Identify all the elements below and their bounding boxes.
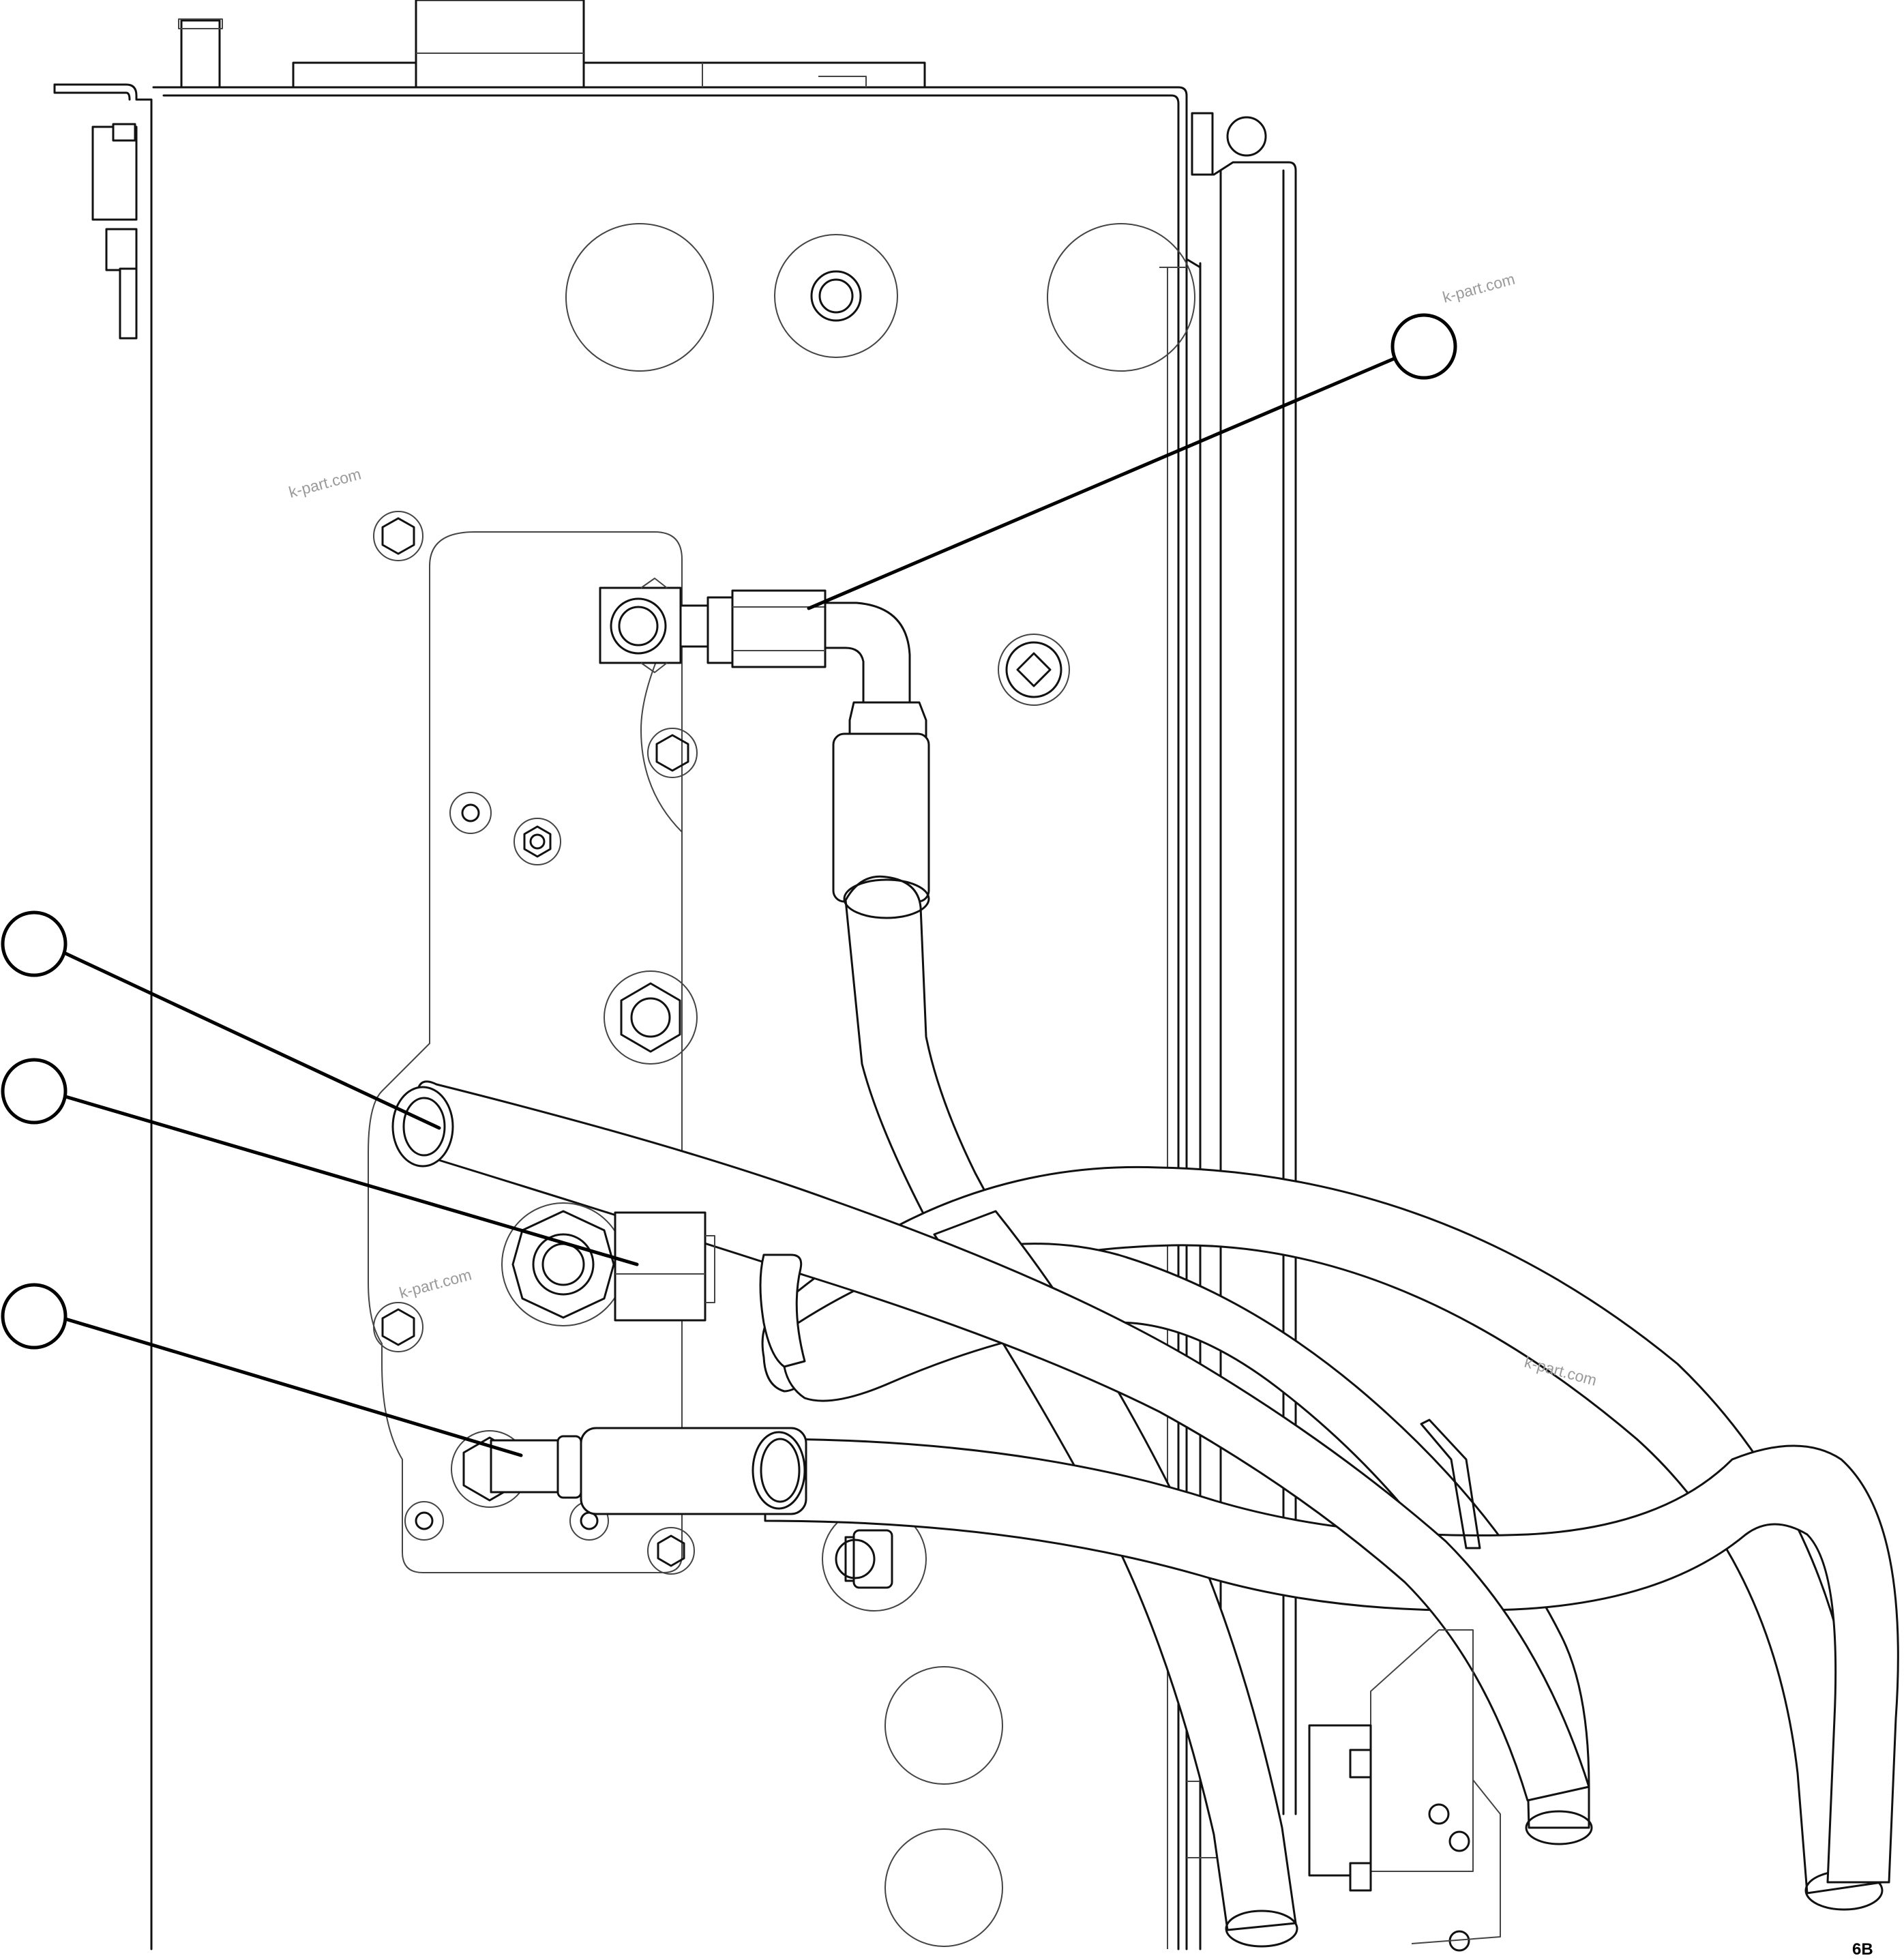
upper-hose-fitting xyxy=(599,578,911,704)
leader-lines xyxy=(63,357,1396,1457)
callout-left-3 xyxy=(1,1283,68,1350)
middle-fitting xyxy=(501,1202,806,1368)
callouts xyxy=(1,313,1457,1350)
watermark-text: k-part.com xyxy=(398,1266,474,1302)
valve-housing xyxy=(53,83,1202,1950)
watermark-text: k-part.com xyxy=(1441,270,1517,306)
lower-fitting xyxy=(451,1427,807,1515)
figure-code: 6B xyxy=(1852,1940,1873,1959)
callout-left-2 xyxy=(1,1058,68,1125)
lower-cross-hose xyxy=(764,1438,1899,1884)
callout-top-right xyxy=(1390,313,1457,380)
control-block-plate xyxy=(368,531,683,1573)
housing-ports xyxy=(565,223,1195,1947)
upper-hose xyxy=(832,701,997,1236)
top-fittings xyxy=(91,0,926,340)
watermark-text: k-part.com xyxy=(287,465,363,501)
bolts xyxy=(373,511,1070,1612)
left-diagonal-hose xyxy=(391,1080,1590,1802)
callout-left-1 xyxy=(1,910,68,977)
bracket-assembly xyxy=(1308,1419,1501,1952)
